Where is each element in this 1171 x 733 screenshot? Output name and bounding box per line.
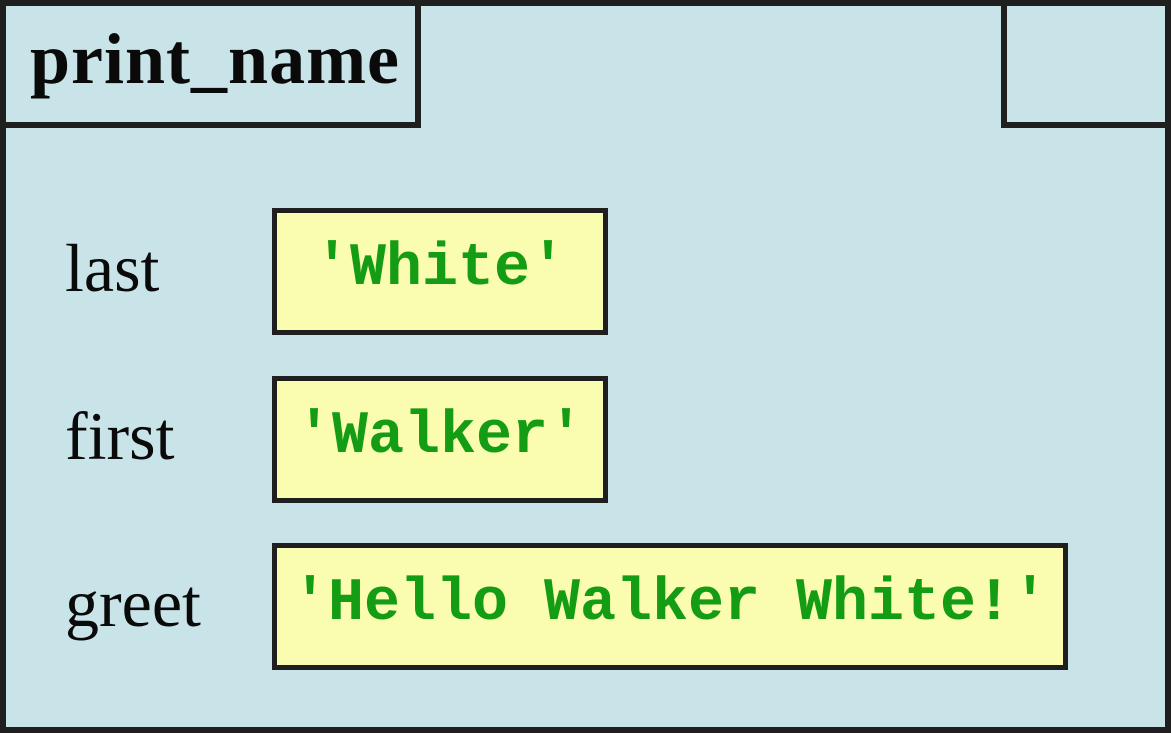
variable-row-last: last 'White'	[65, 208, 608, 335]
variable-row-greet: greet 'Hello Walker White!'	[65, 543, 1068, 670]
function-name-title: print_name	[30, 19, 400, 99]
variable-value: 'Hello Walker White!'	[291, 569, 1049, 638]
variable-name-label: last	[65, 229, 160, 306]
variable-name-label: first	[65, 397, 175, 474]
variable-value: 'Walker'	[295, 402, 585, 471]
variable-value-box: 'Hello Walker White!'	[272, 543, 1068, 670]
variable-row-first: first 'Walker'	[65, 376, 608, 503]
variable-value: 'White'	[313, 234, 567, 303]
function-frame-tab: print_name	[0, 0, 421, 128]
frame-corner-box	[1001, 0, 1171, 128]
variable-value-box: 'White'	[272, 208, 608, 335]
variable-name-label: greet	[65, 564, 201, 641]
variable-value-box: 'Walker'	[272, 376, 608, 503]
